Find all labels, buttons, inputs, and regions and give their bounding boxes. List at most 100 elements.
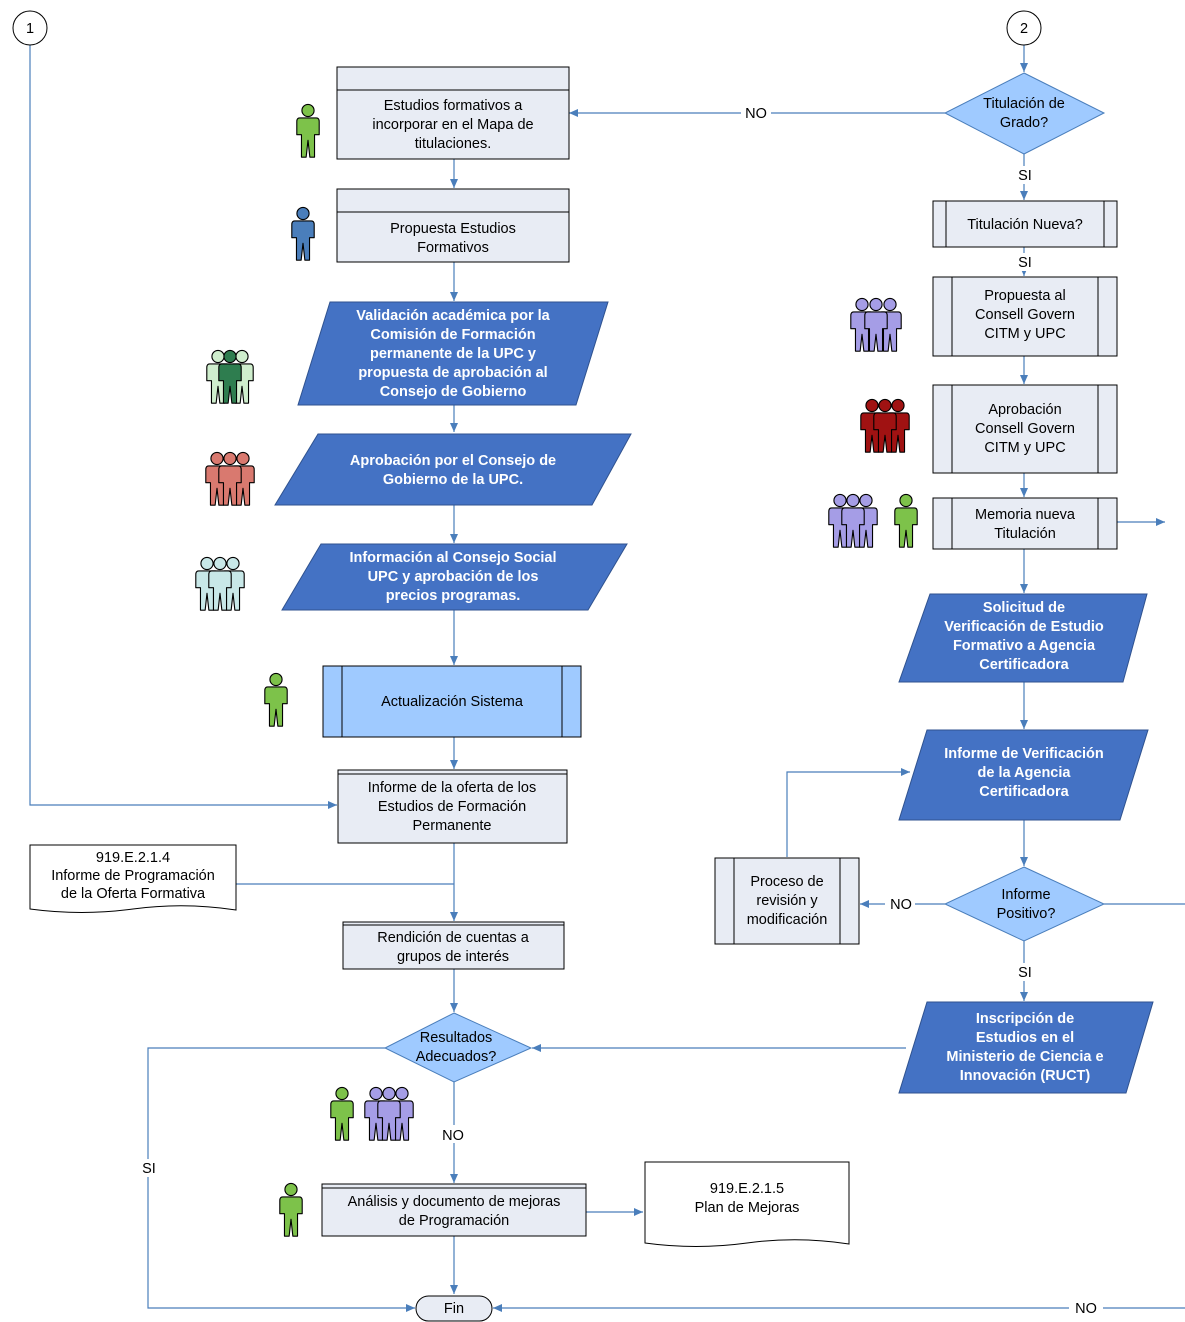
terminator-fin[interactable]: Fin [415,1295,493,1322]
text-line: Análisis y documento de mejoras [348,1194,561,1210]
process-informe-oferta[interactable]: Informe de la oferta de los Estudios de … [337,769,568,844]
text-line: Comisión de Formación [370,327,535,343]
process-analisis-mejoras[interactable]: Análisis y documento de mejoras de Progr… [321,1183,587,1237]
text-line: Inscripción de [976,1011,1074,1027]
text-line: 919.E.2.1.5 [710,1181,784,1197]
text-line: Estudios en el [976,1030,1074,1046]
text-line: Actualización Sistema [381,694,524,710]
subprocess-titulacion-nueva[interactable]: Titulación Nueva? [932,200,1118,248]
text-line: Innovación (RUCT) [960,1068,1091,1084]
text-line: Informe de Verificación [944,746,1104,762]
edge-label-si: SI [142,1161,156,1177]
text-line: Titulación [994,526,1056,542]
text-line: Informe de la oferta de los [368,780,536,796]
decision-resultados-adecuados[interactable]: Resultados Adecuados? [383,1012,533,1083]
person-group-icon [206,349,254,404]
text-line: Adecuados? [416,1049,497,1065]
text-line: Gobierno de la UPC. [383,472,523,488]
text-line: Estudios de Formación [378,799,526,815]
text-line: Titulación de [983,96,1065,112]
person-group-icon [850,297,902,352]
document-plan-mejoras[interactable]: 919.E.2.1.5 Plan de Mejoras [644,1161,850,1247]
io-validacion-academica[interactable]: Validación académica por la Comisión de … [297,301,609,406]
text-line: Permanente [413,818,492,834]
subprocess-aprobacion-consell[interactable]: Aprobación Consell Govern CITM y UPC [932,384,1118,474]
text-line: permanente de la UPC y [370,346,536,362]
decision-titulacion-grado[interactable]: Titulación de Grado? [943,72,1106,155]
text-line: Información al Consejo Social [349,550,556,566]
text-line: Solicitud de [983,600,1065,616]
text-line: Consell Govern [975,421,1075,437]
text-line: Verificación de Estudio [944,619,1104,635]
person-icon [296,103,320,158]
connector-1-label: 1 [26,21,34,37]
text-line: Grado? [1000,115,1048,131]
text-line: Propuesta Estudios [390,221,516,237]
edge-label-no: NO [1075,1301,1097,1317]
connector-2: 2 [1006,10,1042,46]
process-rendicion-cuentas[interactable]: Rendición de cuentas a grupos de interés [342,921,565,970]
subprocess-propuesta-consell[interactable]: Propuesta al Consell Govern CITM y UPC [932,276,1118,357]
edge-label-no: NO [890,897,912,913]
text-line: Ministerio de Ciencia e [946,1049,1103,1065]
text-line: CITM y UPC [984,440,1065,456]
subprocess-actualizacion-sistema[interactable]: Actualización Sistema [322,665,582,738]
text-line: incorporar en el Mapa de [372,117,533,133]
text-line: Titulación Nueva? [967,217,1083,233]
connector-1: 1 [12,10,48,46]
text-line: Rendición de cuentas a [377,930,529,946]
person-icon [894,493,918,548]
text-line: Positivo? [997,906,1056,922]
connector-2-label: 2 [1020,21,1028,37]
text-line: Memoria nueva [975,507,1076,523]
text-line: titulaciones. [415,136,492,152]
text-line: Consejo de Gobierno [380,384,527,400]
process-estudios-formativos[interactable]: Estudios formativos a incorporar en el M… [336,66,570,160]
edge-label-si: SI [1018,255,1032,271]
person-icon [330,1086,354,1141]
io-inscripcion-ruct[interactable]: Inscripción de Estudios en el Ministerio… [898,1001,1154,1094]
text-line: Informe de Programación [51,868,215,884]
text-line: propuesta de aprobación al [358,365,547,381]
io-solicitud-verificacion[interactable]: Solicitud de Verificación de Estudio For… [898,593,1148,683]
text-line: Propuesta al [984,288,1065,304]
person-icon [279,1182,303,1237]
edge-label-no: NO [745,106,767,122]
text-line: Informe [1001,887,1050,903]
edge-label-no: NO [442,1128,464,1144]
person-group-icon [364,1086,414,1141]
person-group-icon [828,493,878,548]
text-line: grupos de interés [397,949,509,965]
text-line: Formativos [417,240,489,256]
subprocess-memoria-titulacion[interactable]: Memoria nueva Titulación [932,497,1118,550]
text-line: Proceso de [750,874,823,890]
text-line: Formativo a Agencia [953,638,1096,654]
person-icon [264,672,288,727]
text-line: CITM y UPC [984,326,1065,342]
text-line: revisión y [756,893,818,909]
process-propuesta-estudios[interactable]: Propuesta Estudios Formativos [336,188,570,263]
text-line: Validación académica por la [356,308,550,324]
io-aprobacion-consejo[interactable]: Aprobación por el Consejo de Gobierno de… [274,433,632,506]
text-line: modificación [747,912,828,928]
document-informe-programacion[interactable]: 919.E.2.1.4 Informe de Programación de l… [29,844,237,913]
person-group-icon [195,556,245,611]
person-group-icon [860,398,910,453]
subprocess-proceso-revision[interactable]: Proceso de revisión y modificación [714,857,860,945]
io-informacion-consejo-social[interactable]: Información al Consejo Social UPC y apro… [281,543,628,611]
text-line: Certificadora [979,784,1069,800]
text-line: de la Agencia [978,765,1072,781]
text-line: Consell Govern [975,307,1075,323]
text-line: UPC y aprobación de los [368,569,539,585]
text-line: 919.E.2.1.4 [96,850,170,866]
edge-label-si: SI [1018,965,1032,981]
text-line: de Programación [399,1213,509,1229]
text-line: Certificadora [979,657,1069,673]
text-line: Estudios formativos a [384,98,524,114]
io-informe-verificacion[interactable]: Informe de Verificación de la Agencia Ce… [898,729,1149,821]
text-line: Fin [444,1301,464,1317]
decision-informe-positivo[interactable]: Informe Positivo? [943,866,1106,942]
text-line: precios programas. [386,588,521,604]
